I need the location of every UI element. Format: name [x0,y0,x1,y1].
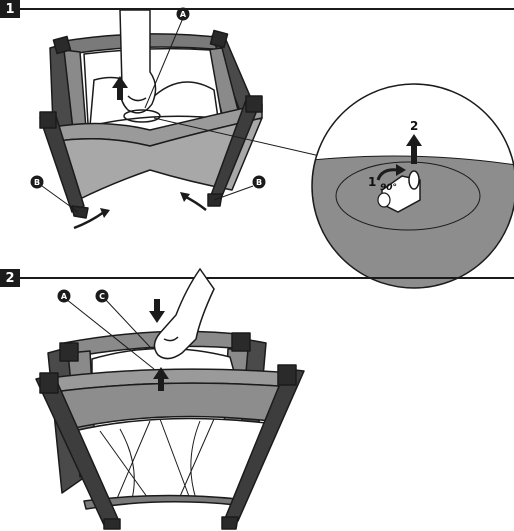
step-1-rule [20,8,514,10]
step-1-badge: 1 [0,0,20,18]
hand-icon [119,9,157,114]
up-arrow-icon [112,76,128,100]
callout-a: A [57,289,71,303]
step-2-badge: 2 [0,269,20,287]
step-1-number: 1 [5,1,15,17]
center-hub [123,109,161,123]
playard-unfolded [35,330,305,530]
step-2-number: 2 [5,270,15,286]
inset-angle: 90° [380,183,397,193]
callout-a: A [176,7,190,21]
step-1-illustration: A B B 2 1 90° [30,7,514,289]
up-arrow-icon [406,134,422,164]
svg-text:B: B [34,178,40,187]
svg-text:A: A [180,10,187,19]
callout-c: C [95,289,109,303]
hand-icon [153,267,215,360]
rotate-arrow-icon [376,168,399,181]
playard-folding [39,29,263,219]
inset-number-2: 2 [410,119,418,133]
curved-arrow-icon [183,194,207,211]
up-arrow-icon [153,367,169,391]
callout-b-left: B [30,175,44,189]
inset-number-1: 1 [368,175,376,189]
curved-arrow-icon [73,210,105,230]
svg-text:B: B [256,178,262,187]
zoom-inset: 2 1 90° [311,83,514,289]
svg-text:C: C [99,292,105,301]
step-2-illustration: A C [35,267,305,530]
callout-b-right: B [252,175,266,189]
step-2-rule [20,277,514,279]
svg-text:A: A [61,292,68,301]
down-arrow-icon [149,299,165,323]
